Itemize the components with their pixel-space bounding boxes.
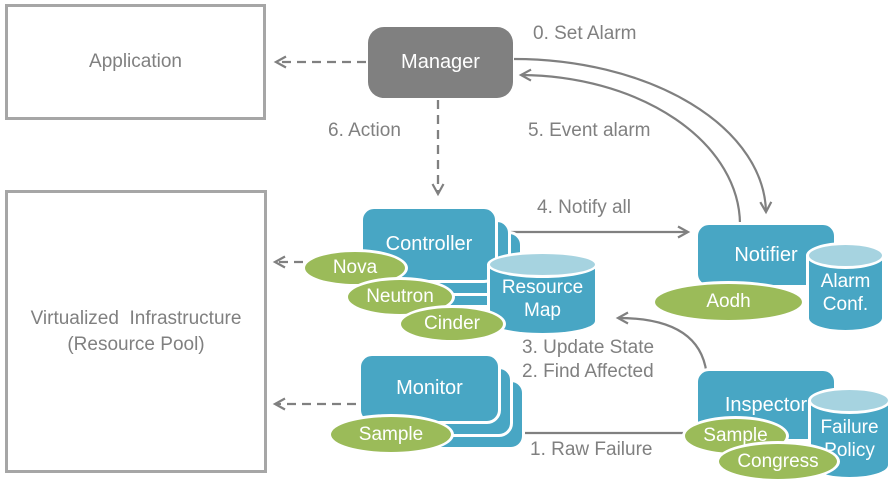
monitor-sample-component: Sample [328,414,454,455]
label-update-state: 3. Update State [522,337,655,358]
virtualized-infrastructure-line2: (Resource Pool) [67,333,205,355]
controller-label: Controller [385,233,473,255]
alarm-conf-datastore: Alarm Conf. [806,242,885,333]
resource-map-line2: Map [524,299,561,321]
resource-map-line1: Resource [501,276,584,298]
label-action: 6. Action [328,120,401,141]
inspector-sample-label: Sample [703,425,768,446]
resource-map-datastore: Resource Map [487,251,598,336]
arrow-event-alarm [518,68,742,225]
resource-map-top [487,251,598,278]
inspector-label: Inspector [724,393,808,416]
neutron-label: Neutron [366,286,434,307]
failure-policy-line1: Failure [820,416,879,438]
arrow-set-alarm [513,57,773,215]
application-label: Application [89,51,182,72]
nova-label: Nova [332,257,378,278]
manager-node: Manager [368,27,513,98]
failure-policy-top [808,387,891,414]
virtualized-infrastructure-line1: Virtualized Infrastructure [30,307,242,329]
label-set-alarm: 0. Set Alarm [533,23,637,44]
aodh-label: Aodh [706,291,751,312]
notifier-label: Notifier [734,243,798,266]
alarm-conf-top [806,242,885,269]
monitor-sample-label: Sample [358,423,424,445]
congress-label: Congress [737,450,819,472]
label-find-affected: 2. Find Affected [522,361,654,382]
cinder-component: Cinder [398,305,506,343]
alarm-conf-body [806,255,885,333]
cinder-label: Cinder [424,313,480,334]
arrow-inspector-to-resource-map [615,311,709,380]
manager-label: Manager [401,51,480,73]
application-box: Application [5,4,266,120]
monitor-label: Monitor [396,377,463,399]
monitor-node: Monitor [358,353,501,424]
congress-component: Congress [716,441,840,482]
alarm-conf-line2: Conf. [822,293,869,315]
label-notify-all: 4. Notify all [537,197,631,218]
alarm-conf-line1: Alarm [820,270,871,292]
virtualized-infrastructure-box: Virtualized Infrastructure (Resource Poo… [5,190,267,473]
label-event-alarm: 5. Event alarm [528,120,651,141]
label-raw-failure: 1. Raw Failure [530,439,653,460]
aodh-component: Aodh [652,281,805,323]
